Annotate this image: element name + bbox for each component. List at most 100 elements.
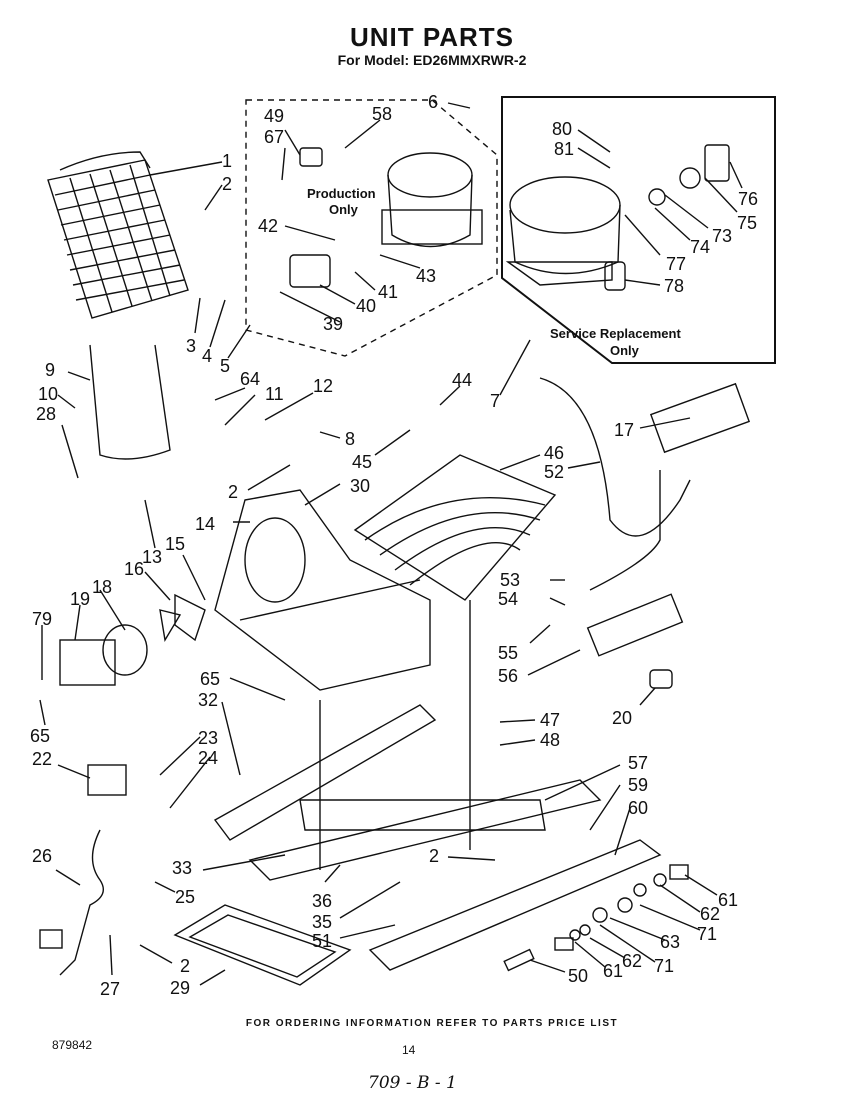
relay-40 <box>289 254 331 288</box>
callout-13: 13 <box>142 547 162 567</box>
callout-18: 18 <box>92 577 112 597</box>
part-56 <box>586 593 684 657</box>
callout-29: 29 <box>170 978 190 998</box>
callout-62b: 62 <box>622 951 642 971</box>
callout-30: 30 <box>350 476 370 496</box>
callout-35: 35 <box>312 912 332 932</box>
callout-27: 27 <box>100 979 120 999</box>
fan-blade <box>159 593 206 642</box>
callout-2c: 2 <box>429 846 439 866</box>
ordering-info: FOR ORDERING INFORMATION REFER TO PARTS … <box>245 1018 619 1029</box>
condenser-coil <box>47 151 189 319</box>
callout-67: 67 <box>264 127 284 147</box>
evaporator-coil <box>353 454 557 601</box>
heater-bar-17 <box>649 382 751 454</box>
callout-42: 42 <box>258 216 278 236</box>
callout-17: 17 <box>614 420 634 440</box>
callout-74: 74 <box>690 237 710 257</box>
callout-36: 36 <box>312 891 332 911</box>
callout-6: 6 <box>428 92 438 112</box>
page-title: UNIT PARTS <box>349 22 515 52</box>
callout-14: 14 <box>195 514 215 534</box>
callout-26: 26 <box>32 846 52 866</box>
callout-15: 15 <box>165 534 185 554</box>
fan-bracket <box>214 489 431 691</box>
callout-20: 20 <box>612 708 632 728</box>
callout-60: 60 <box>628 798 648 818</box>
callout-40: 40 <box>356 296 376 316</box>
callout-78: 78 <box>664 276 684 296</box>
callout-53: 53 <box>500 570 520 590</box>
callout-47: 47 <box>540 710 560 730</box>
callout-32: 32 <box>198 690 218 710</box>
callout-8: 8 <box>345 429 355 449</box>
drain-tube <box>539 377 691 537</box>
callout-71b: 71 <box>654 956 674 976</box>
callout-58: 58 <box>372 104 392 124</box>
callout-25: 25 <box>175 887 195 907</box>
callout-4: 4 <box>202 346 212 366</box>
callout-61: 61 <box>718 890 738 910</box>
callout-65b: 65 <box>30 726 50 746</box>
callout-16: 16 <box>124 559 144 579</box>
service-label-1: Service Replacement <box>550 326 681 341</box>
callout-1: 1 <box>222 151 232 171</box>
callout-28: 28 <box>36 404 56 424</box>
callout-64: 64 <box>240 369 260 389</box>
callout-52: 52 <box>544 462 564 482</box>
callout-7: 7 <box>490 391 500 411</box>
callout-11: 11 <box>265 384 284 404</box>
callout-48: 48 <box>540 730 560 750</box>
callout-56: 56 <box>498 666 518 686</box>
callout-3: 3 <box>186 336 196 356</box>
part-22 <box>87 764 127 796</box>
callout-33: 33 <box>172 858 192 878</box>
callout-62: 62 <box>700 904 720 924</box>
part-20 <box>649 669 673 689</box>
callout-24: 24 <box>198 748 218 768</box>
callout-54: 54 <box>498 589 518 609</box>
callout-61b: 61 <box>603 961 623 981</box>
callout-49: 49 <box>264 106 284 126</box>
callout-45: 45 <box>352 452 372 472</box>
callout-59: 59 <box>628 775 648 795</box>
service-replacement-box <box>501 96 776 364</box>
production-label-2: Only <box>329 202 359 217</box>
production-label-1: Production <box>307 186 376 201</box>
service-label-2: Only <box>610 343 640 358</box>
power-cord <box>59 829 104 976</box>
callout-51: 51 <box>312 931 332 951</box>
capacitor-78 <box>604 261 626 291</box>
callout-80: 80 <box>552 119 572 139</box>
compressor-service <box>505 176 621 286</box>
callout-43: 43 <box>416 266 436 286</box>
model-subtitle: For Model: ED26MMXRWR-2 <box>337 52 527 68</box>
page-number: 14 <box>402 1043 416 1057</box>
handwritten-note: 709 - B - 1 <box>368 1073 457 1093</box>
callout-76: 76 <box>738 189 758 209</box>
callout-50: 50 <box>568 966 588 986</box>
callout-63: 63 <box>660 932 680 952</box>
drain-pan <box>173 904 352 986</box>
callout-19: 19 <box>70 589 90 609</box>
callout-81: 81 <box>554 139 574 159</box>
document-number: 879842 <box>52 1038 93 1052</box>
callout-79: 79 <box>32 609 52 629</box>
callout-46: 46 <box>544 443 564 463</box>
callout-22: 22 <box>32 749 52 769</box>
callout-2b: 2 <box>228 482 238 502</box>
callout-57: 57 <box>628 753 648 773</box>
callout-9: 9 <box>45 360 55 380</box>
callout-75: 75 <box>737 213 757 233</box>
base-frame <box>213 600 662 971</box>
callout-10: 10 <box>38 384 58 404</box>
fan-motor <box>59 624 148 686</box>
callout-5: 5 <box>220 356 230 376</box>
callout-2: 2 <box>222 174 232 194</box>
callout-39: 39 <box>323 314 343 334</box>
callout-41: 41 <box>378 282 398 302</box>
callout-71: 71 <box>697 924 717 944</box>
spring-50 <box>503 948 535 972</box>
callout-55: 55 <box>498 643 518 663</box>
callout-12: 12 <box>313 376 333 396</box>
